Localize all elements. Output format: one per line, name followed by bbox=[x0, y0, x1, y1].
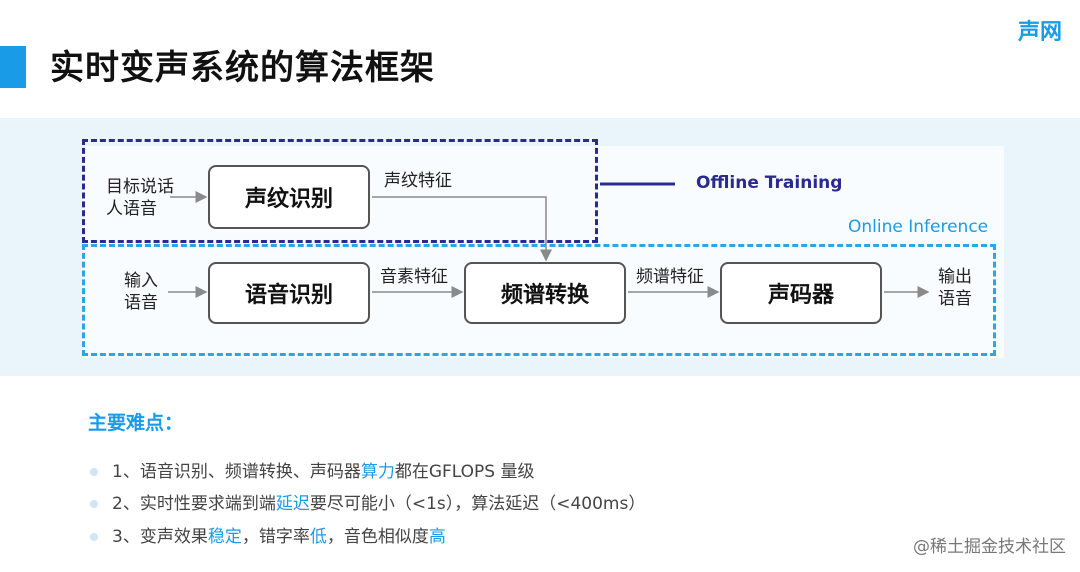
page-title: 实时变声系统的算法框架 bbox=[50, 48, 435, 88]
difficulties-title: 主要难点： bbox=[88, 412, 184, 434]
brand-logo: 声网 bbox=[1017, 20, 1062, 45]
spectrum-feature-label: 频谱特征 bbox=[636, 267, 704, 287]
offline-training-legend: Offline Training bbox=[696, 173, 843, 193]
bullet-dot-icon bbox=[90, 533, 98, 541]
target-speaker-label: 目标说话 人语音 bbox=[106, 177, 174, 219]
voiceprint-feature-label: 声纹特征 bbox=[384, 171, 452, 191]
bullet-dot-icon bbox=[90, 500, 98, 508]
title-accent-bar bbox=[0, 46, 26, 88]
difficulty-item: 3、变声效果稳定，错字率低，音色相似度高 bbox=[90, 525, 446, 549]
vocoder-node: 声码器 bbox=[720, 262, 882, 324]
phoneme-feature-label: 音素特征 bbox=[380, 267, 448, 287]
online-inference-legend: Online Inference bbox=[848, 217, 989, 237]
speech-recognition-node: 语音识别 bbox=[208, 262, 370, 324]
input-speech-label: 输入 语音 bbox=[124, 271, 158, 313]
watermark: @稀土掘金技术社区 bbox=[913, 537, 1066, 557]
offline-training-region bbox=[82, 139, 598, 243]
difficulty-item: 1、语音识别、频谱转换、声码器算力都在GFLOPS 量级 bbox=[90, 460, 534, 484]
bullet-dot-icon bbox=[90, 468, 98, 476]
output-speech-label: 输出 语音 bbox=[938, 267, 972, 309]
difficulty-item: 2、实时性要求端到端延迟要尽可能小（<1s），算法延迟（<400ms） bbox=[90, 492, 645, 516]
voiceprint-recognition-node: 声纹识别 bbox=[208, 165, 370, 229]
spectrum-conversion-node: 频谱转换 bbox=[464, 262, 626, 324]
